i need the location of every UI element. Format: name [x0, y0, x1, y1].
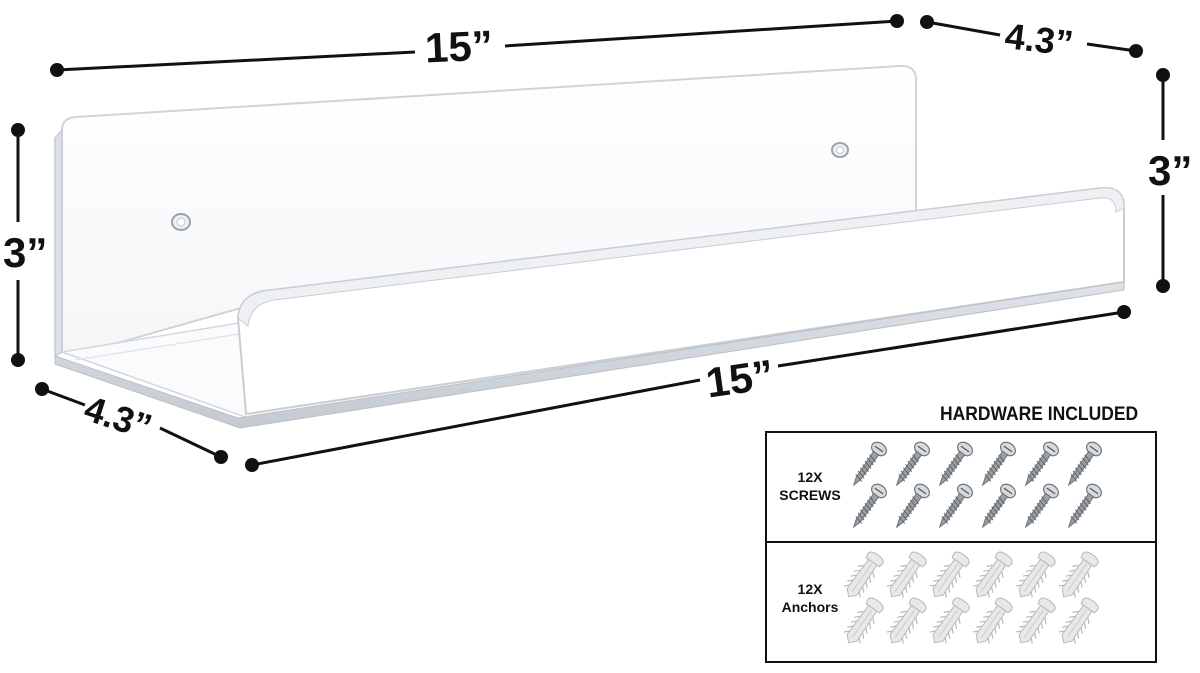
anchor-icon	[972, 597, 1013, 644]
anchors-count: 12X	[797, 581, 823, 597]
anchor-icon	[929, 551, 970, 598]
screw-icon	[895, 441, 931, 487]
anchor-icon	[1015, 597, 1056, 644]
mount-hole-icon	[831, 142, 849, 158]
screws-label: 12X SCREWS	[770, 468, 850, 504]
anchor-icon	[886, 597, 927, 644]
screws-count: 12X	[797, 469, 823, 485]
screw-icon	[938, 441, 974, 487]
screw-icon	[852, 483, 888, 529]
dimension-label-left-height: 3”	[3, 229, 48, 276]
hardware-items	[843, 441, 1103, 644]
screw-icon	[1067, 483, 1103, 529]
dimension-label-front-length: 15”	[702, 350, 777, 407]
dimension-lines	[11, 14, 1170, 472]
screw-icon	[981, 483, 1017, 529]
anchor-icon	[1015, 551, 1056, 598]
anchor-icon	[1058, 551, 1099, 598]
screw-icon	[895, 483, 931, 529]
anchor-icon	[1058, 597, 1099, 644]
hardware-title: HARDWARE INCLUDED	[940, 404, 1139, 425]
screw-icon	[1067, 441, 1103, 487]
dimension-label-top-length: 15”	[423, 21, 494, 72]
dimension-label-right-height: 3”	[1148, 147, 1193, 194]
screw-icon	[1024, 483, 1060, 529]
anchor-icon	[886, 551, 927, 598]
shelf-front-edge	[237, 187, 1125, 327]
screw-icon	[938, 483, 974, 529]
dimension-label-top-depth: 4.3”	[1002, 15, 1076, 64]
anchors-name: Anchors	[781, 599, 839, 615]
screws-name: SCREWS	[779, 487, 841, 503]
screw-icon	[1024, 441, 1060, 487]
mount-hole-icon	[171, 213, 191, 231]
anchors-label: 12X Anchors	[770, 580, 850, 616]
hardware-box: 12X SCREWS 12X Anchors	[765, 431, 1157, 663]
anchor-icon	[972, 551, 1013, 598]
shelf-back-edge	[54, 128, 63, 358]
shelf-bottom-edge	[54, 281, 1125, 429]
screw-icon	[852, 441, 888, 487]
hardware-divider	[767, 541, 1155, 543]
anchor-icon	[843, 597, 884, 644]
anchor-icon	[843, 551, 884, 598]
anchor-icon	[929, 597, 970, 644]
screw-icon	[981, 441, 1017, 487]
